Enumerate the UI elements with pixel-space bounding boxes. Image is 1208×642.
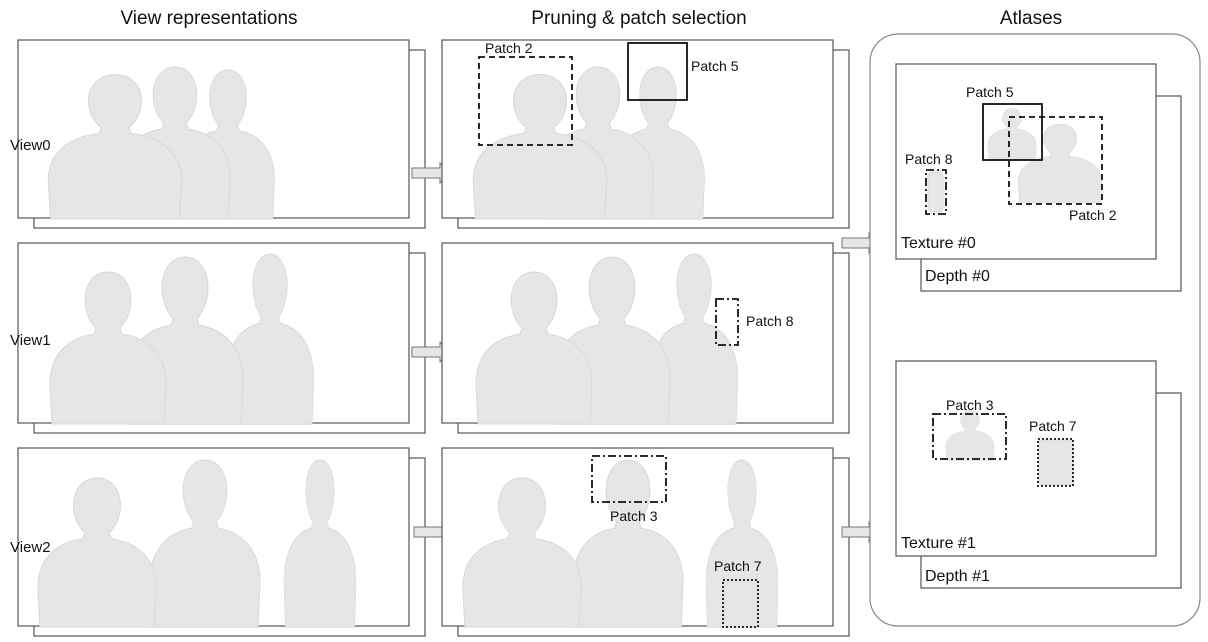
atlas0-patch5-box <box>982 103 1043 161</box>
atlas0-patch8-label: Patch 8 <box>905 151 953 167</box>
pruned-view2-silhouettes <box>462 459 779 628</box>
pruned-view1-card: Patch 8 <box>441 242 850 434</box>
patch7-label: Patch 7 <box>714 558 762 574</box>
header-atlases: Atlases <box>1000 8 1062 29</box>
texture1-frame <box>895 360 1157 557</box>
patch3-box <box>591 455 667 503</box>
atlas0-silhouettes <box>927 108 1103 213</box>
header-view-representations: View representations <box>120 8 297 29</box>
texture0-frame <box>895 63 1157 260</box>
patch8-box <box>715 298 739 346</box>
atlas0-patch2-label: Patch 2 <box>1069 207 1117 223</box>
view2-card: View2 <box>10 447 426 637</box>
atlas1-patch3-box <box>932 413 1007 460</box>
view1-card: View1 <box>10 242 426 434</box>
atlas1-silhouettes <box>945 410 1074 486</box>
atlas0-patch5-label: Patch 5 <box>966 84 1014 100</box>
patch8-label: Patch 8 <box>746 313 794 329</box>
patch2-label: Patch 2 <box>485 40 533 56</box>
patch7-box <box>722 579 759 628</box>
texture0-label: Texture #0 <box>901 235 976 252</box>
patch3-label: Patch 3 <box>610 508 658 524</box>
patch5-box <box>627 42 688 101</box>
atlas1-patch3-label: Patch 3 <box>946 397 994 413</box>
atlas1-patch7-box <box>1037 438 1074 487</box>
view0-label: View0 <box>10 137 51 154</box>
view2-silhouettes <box>37 459 357 628</box>
texture1-label: Texture #1 <box>901 535 976 552</box>
view2-label: View2 <box>10 539 51 556</box>
header-pruning: Pruning & patch selection <box>531 8 746 29</box>
atlas1-patch7-label: Patch 7 <box>1029 418 1077 434</box>
patch5-label: Patch 5 <box>691 58 739 74</box>
view1-label: View1 <box>10 332 51 349</box>
atlas1: Patch 3 Patch 7 Texture #1 Depth #1 <box>895 360 1182 589</box>
pruned-view0-card: Patch 2 Patch 5 <box>441 39 850 229</box>
atlas0: Patch 5 Patch 8 Patch 2 Texture #0 Depth… <box>895 63 1182 292</box>
view0-card: View0 <box>10 39 426 229</box>
pruned-view2-card: Patch 3 Patch 7 <box>441 447 850 637</box>
depth1-label: Depth #1 <box>925 568 990 585</box>
depth0-label: Depth #0 <box>925 268 990 285</box>
